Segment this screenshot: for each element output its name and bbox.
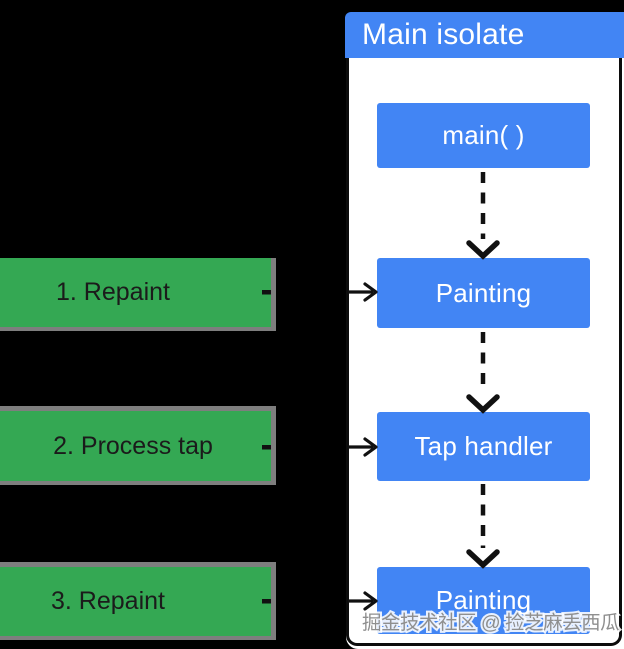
- event-box-repaint-1: 1. Repaint: [0, 258, 276, 331]
- node-tap-handler: Tap handler: [377, 412, 590, 481]
- panel-title-bar: Main isolate: [345, 12, 624, 58]
- node-painting-1: Painting: [377, 258, 590, 328]
- event-label: 2. Process tap: [53, 431, 213, 460]
- node-label: main( ): [442, 120, 525, 150]
- node-painting-2: Painting: [377, 567, 590, 634]
- node-label: Painting: [435, 277, 532, 308]
- event-box-repaint-3: 3. Repaint: [0, 562, 276, 640]
- node-main-function: main( ): [377, 103, 590, 168]
- panel-title: Main isolate: [362, 18, 525, 51]
- node-label: Tap handler: [414, 431, 553, 461]
- node-label: Painting: [435, 585, 532, 615]
- event-box-process-tap: 2. Process tap: [0, 406, 276, 485]
- event-label: 3. Repaint: [51, 587, 165, 615]
- event-box-fill: 3. Repaint: [0, 567, 271, 636]
- watermark-text: 掘金技术社区 @ 捡芝麻丢西瓜: [360, 610, 622, 636]
- main-isolate-panel-border: [346, 57, 622, 646]
- event-box-fill: 2. Process tap: [0, 411, 271, 481]
- event-label: 1. Repaint: [56, 278, 170, 306]
- event-box-fill: 1. Repaint: [0, 258, 271, 327]
